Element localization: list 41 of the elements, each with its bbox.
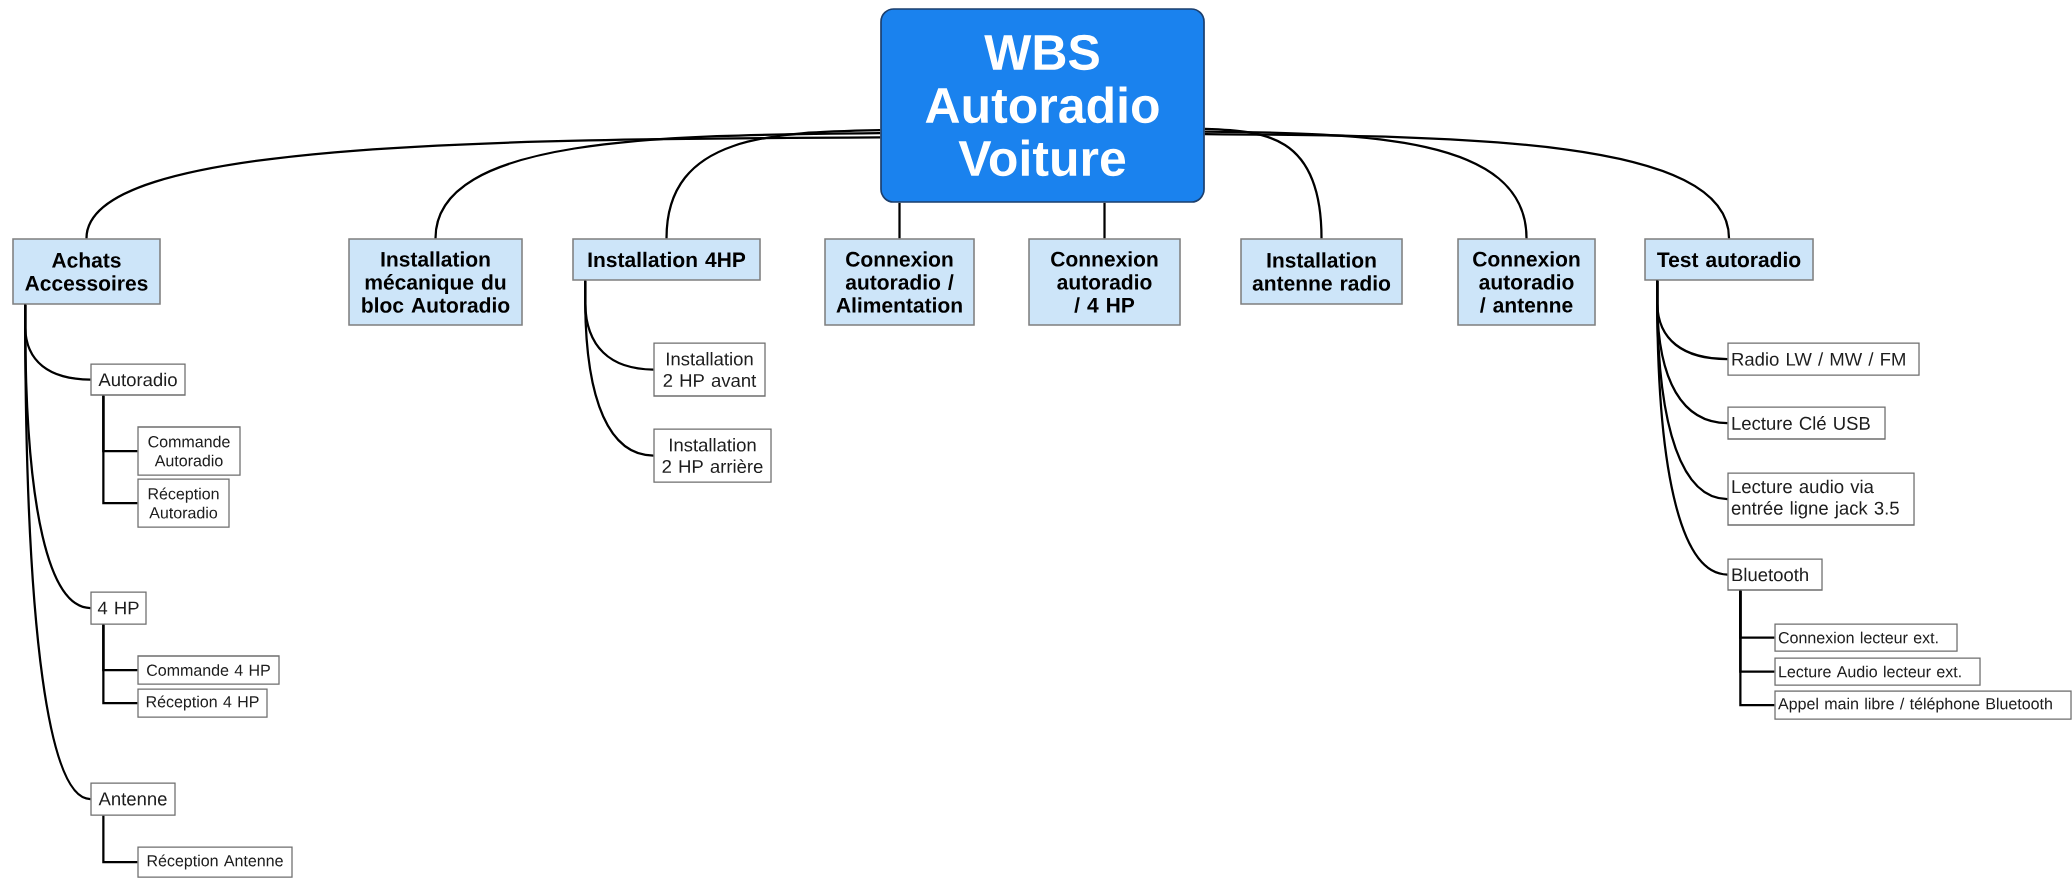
task-box: Connexion autoradio / Alimentation [824, 238, 975, 326]
subtask-box: Installation 2 HP arrière [653, 428, 772, 483]
task-box: Achats Accessoires [12, 238, 161, 305]
task-box: Installation antenne radio [1240, 238, 1403, 305]
subtask-box: Lecture Clé USB [1727, 406, 1886, 440]
subtask-box: Installation 2 HP avant [653, 342, 766, 397]
task-box: Installation mécanique du bloc Autoradio [348, 238, 523, 326]
connector-line [665, 129, 881, 239]
subtask-box: Réception Autoradio [137, 478, 230, 528]
subtask-box: Réception 4 HP [137, 688, 268, 718]
subtask-box: Lecture Audio lecteur ext. [1774, 657, 1981, 686]
subtask-box: Réception Antenne [137, 846, 293, 878]
connector-line [434, 131, 881, 239]
connector-line [102, 624, 138, 705]
task-box: Test autoradio [1644, 238, 1814, 281]
subtask-box: Antenne [90, 782, 176, 816]
connector-line [898, 202, 901, 239]
connector-line [1739, 590, 1775, 707]
connector-line [584, 280, 654, 457]
subtask-box: Radio LW / MW / FM [1727, 342, 1920, 376]
root-box: WBS Autoradio Voiture [880, 8, 1205, 203]
connector-line [1656, 280, 1728, 576]
subtask-box: Lecture audio via entrée ligne jack 3.5 [1727, 472, 1915, 526]
task-box: Connexion autoradio / antenne [1457, 238, 1596, 326]
subtask-box: Commande 4 HP [137, 655, 280, 685]
subtask-box: Autoradio [90, 363, 186, 396]
subtask-box: Appel main libre / téléphone Bluetooth [1774, 690, 2072, 720]
task-box: Connexion autoradio / 4 HP [1028, 238, 1181, 326]
connector-line [1204, 127, 1323, 239]
connector-line [102, 815, 138, 864]
connector-line [85, 136, 881, 239]
connector-line [24, 304, 91, 801]
connector-line [102, 395, 138, 505]
connector-line [1204, 130, 1528, 239]
connector-line [1204, 132, 1731, 239]
subtask-box: Connexion lecteur ext. [1774, 623, 1958, 652]
subtask-box: Commande Autoradio [137, 426, 241, 476]
subtask-box: 4 HP [90, 591, 147, 625]
subtask-box: Bluetooth [1727, 558, 1823, 591]
connector-line [1103, 202, 1106, 239]
task-box: Installation 4HP [572, 238, 761, 281]
